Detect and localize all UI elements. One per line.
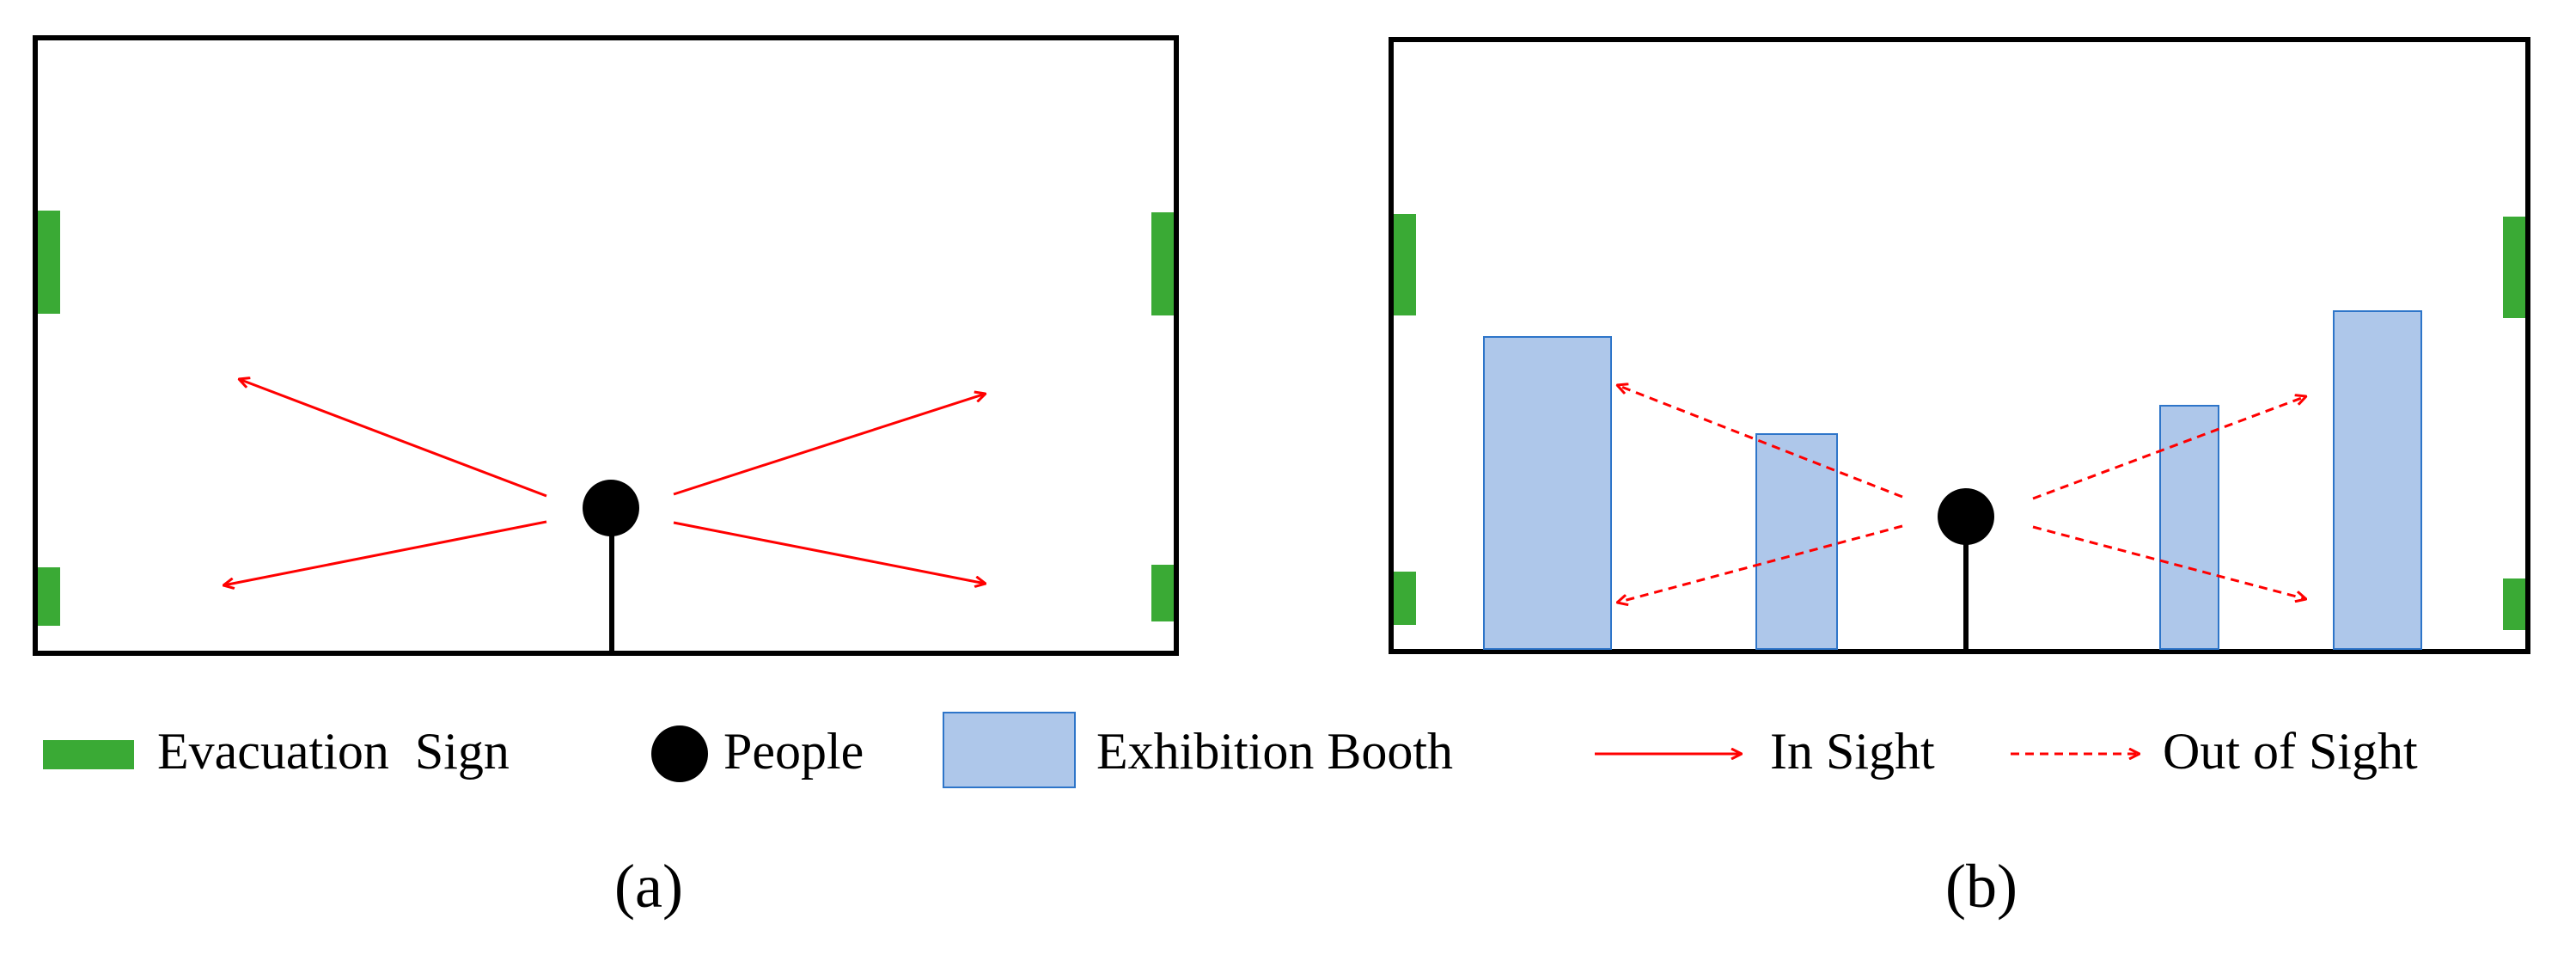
legend-exhibition-booth-label: Exhibition Booth: [1096, 723, 1453, 780]
evacuation-sign-a-left-top: [38, 211, 60, 314]
in-sight-arrow-a-down-right: [673, 521, 986, 584]
evacuation-sign-b-left-bottom: [1394, 572, 1416, 625]
evacuation-sign-a-right-bottom: [1151, 565, 1174, 621]
person-b-icon: [1938, 488, 1994, 545]
exhibition-booth-1: [1483, 336, 1612, 650]
room-b-frame: [1389, 37, 2530, 654]
evacuation-sign-b-right-top: [2503, 217, 2525, 318]
in-sight-arrow-a-up-right: [673, 394, 986, 496]
caption-b: (b): [1945, 852, 2017, 921]
room-a-frame: [33, 35, 1179, 656]
legend: Evacuation Sign People Exhibition Booth …: [43, 712, 2418, 788]
legend-people-icon: [651, 725, 708, 782]
evacuation-sign-b-right-bottom: [2503, 578, 2525, 630]
exhibition-booth-3: [2159, 405, 2219, 650]
panel-b: [1389, 37, 2530, 654]
legend-out-of-sight-label: Out of Sight: [2163, 723, 2418, 780]
caption-a: (a): [614, 852, 683, 921]
evacuation-sign-b-left-top: [1394, 214, 1416, 315]
legend-evacuation-sign-swatch: [43, 740, 134, 769]
in-sight-arrow-a-up-left: [239, 379, 547, 498]
out-of-sight-arrow-b-up-left: [1617, 385, 1903, 499]
panel-a: [33, 35, 1179, 656]
out-of-sight-arrow-b-down-left: [1617, 524, 1903, 603]
evacuation-sign-a-right-top: [1151, 212, 1174, 315]
out-of-sight-arrow-b-up-right: [2032, 396, 2306, 500]
legend-people-label: People: [723, 723, 864, 780]
legend-evacuation-sign-label: Evacuation Sign: [157, 723, 510, 780]
evacuation-sign-a-left-bottom: [38, 567, 60, 626]
exhibition-booth-2: [1755, 433, 1838, 650]
legend-exhibition-booth-swatch: [943, 712, 1076, 788]
exhibition-booth-4: [2333, 310, 2422, 650]
in-sight-arrow-a-down-left: [223, 520, 547, 585]
legend-in-sight-label: In Sight: [1770, 723, 1935, 780]
person-a-icon: [583, 480, 639, 536]
out-of-sight-arrow-b-down-right: [2032, 525, 2306, 599]
